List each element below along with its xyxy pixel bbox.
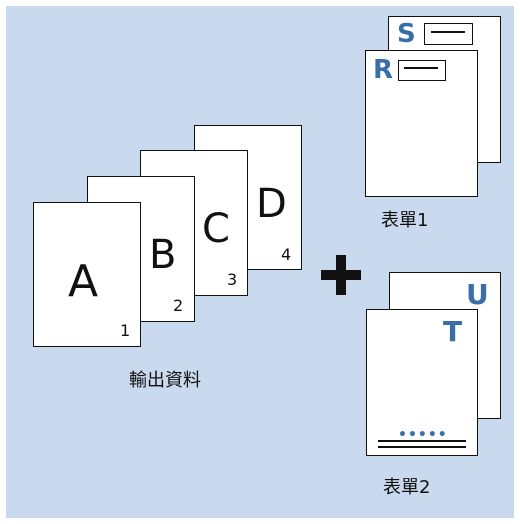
output-page-a-number: 1 xyxy=(120,321,131,340)
form1-front-letter: R xyxy=(373,55,394,85)
form2-rule-bottom xyxy=(378,446,466,448)
form1-caption: 表單1 xyxy=(381,210,429,231)
form1-front-field-line xyxy=(404,67,438,69)
form1-front-field-box xyxy=(398,60,446,81)
form2-rule-top xyxy=(378,440,466,442)
form1-back-letter: S xyxy=(397,19,416,49)
output-page-a xyxy=(33,202,141,347)
form1-back-field-line xyxy=(431,31,465,33)
output-page-c-number: 3 xyxy=(227,270,238,289)
output-page-d-number: 4 xyxy=(281,245,292,264)
output-page-d-letter: D xyxy=(256,181,287,227)
form2-front-letter: T xyxy=(443,315,463,348)
form1-front-page xyxy=(365,50,478,197)
form2-dots: ••••• xyxy=(398,427,448,443)
plus-icon xyxy=(321,255,361,295)
output-page-a-letter: A xyxy=(68,256,99,307)
form2-back-letter: U xyxy=(466,278,489,311)
form2-front-page xyxy=(366,309,478,456)
output-page-b-number: 2 xyxy=(173,296,184,315)
output-page-b-letter: B xyxy=(149,232,177,278)
output-page-c-letter: C xyxy=(202,206,230,252)
form2-caption: 表單2 xyxy=(383,477,431,498)
output-docs-caption: 輸出資料 xyxy=(129,370,201,391)
form1-back-field-box xyxy=(424,23,473,45)
